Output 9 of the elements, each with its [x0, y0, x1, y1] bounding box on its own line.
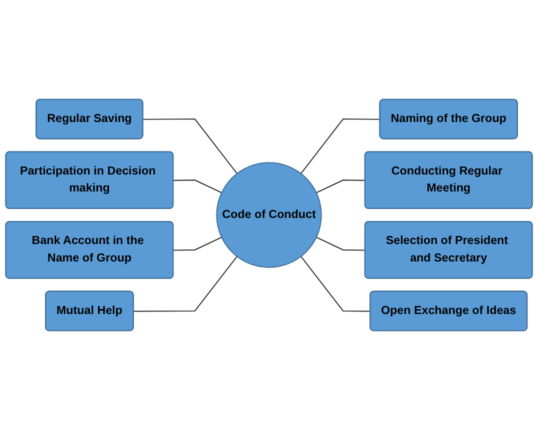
connector: [134, 256, 238, 312]
connector: [300, 256, 370, 312]
node-circle: Code of Conduct: [216, 162, 322, 268]
connector: [173, 180, 222, 194]
connector: [316, 180, 366, 194]
connector: [300, 118, 380, 174]
connector: [316, 236, 366, 251]
connector: [143, 118, 238, 174]
connector: [173, 236, 222, 251]
